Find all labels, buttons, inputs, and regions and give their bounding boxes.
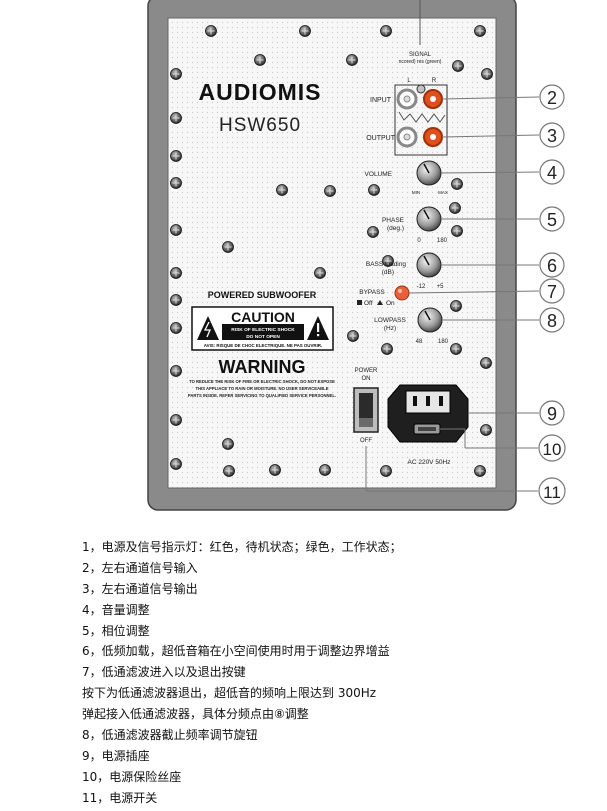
callout-3-marker bbox=[539, 122, 565, 148]
panel-screws bbox=[170, 25, 493, 477]
callout-2-marker bbox=[539, 84, 565, 110]
callout-4-marker bbox=[539, 159, 565, 185]
legend-item-11: 11，电源开关 bbox=[82, 790, 158, 805]
lowpass-min-label: 48 bbox=[416, 339, 423, 345]
bypass-on-icon bbox=[377, 300, 383, 305]
volume-min-label: MIN bbox=[412, 190, 420, 195]
input-label: INPUT bbox=[370, 97, 392, 104]
legend-item-8: 8，低通滤波器截止频率调节旋钮 bbox=[82, 728, 258, 743]
warning-title: WARNING bbox=[219, 357, 306, 377]
lowpass-label: LOWPASS bbox=[374, 317, 406, 324]
callout-8-number: 8 bbox=[547, 311, 557, 331]
signal-label: SIGNAL bbox=[409, 52, 432, 58]
bass-loading-unit-label: (dB) bbox=[382, 269, 394, 276]
warning-line-3: PARTS INSIDE. REFER SERVICING TO QUALIFI… bbox=[188, 393, 336, 398]
phase-min-label: 0 bbox=[417, 238, 421, 244]
amplifier-panel-diagram: AUDIOMIS HSW650 SIGNAL ncored) res (gree… bbox=[147, 0, 566, 511]
lowpass-max-label: 180 bbox=[438, 339, 449, 345]
callout-9-number: 9 bbox=[547, 404, 557, 424]
lowpass-unit-label: (Hz) bbox=[384, 325, 396, 332]
callout-3-number: 3 bbox=[547, 126, 557, 146]
phase-label: PHASE bbox=[382, 217, 405, 224]
output-label: OUTPUT bbox=[366, 135, 396, 142]
callout-11-number: 11 bbox=[543, 483, 561, 502]
callout-5-number: 5 bbox=[547, 210, 557, 230]
legend-list: 1，电源及信号指示灯：红色，待机状态；绿色，工作状态； 2，左右通道信号输入 3… bbox=[82, 537, 582, 809]
legend-item-9: 9，电源插座 bbox=[82, 748, 150, 763]
legend-item-3: 3，左右通道信号输出 bbox=[82, 581, 198, 596]
signal-led bbox=[416, 84, 426, 94]
model-name: HSW650 bbox=[219, 115, 301, 136]
caution-title: CAUTION bbox=[231, 309, 295, 325]
ac-rating-label: AC 220V 50Hz bbox=[408, 459, 451, 466]
callout-10-marker bbox=[538, 434, 566, 462]
callout-10-number: 10 bbox=[543, 440, 562, 459]
channel-left-label: L bbox=[407, 78, 411, 84]
bypass-button[interactable] bbox=[394, 285, 410, 301]
lightning-warning-icon bbox=[197, 316, 219, 340]
callout-lines bbox=[365, 96, 540, 492]
legend-item-5: 5，相位调整 bbox=[82, 623, 150, 638]
caution-line-1: RISK OF ELECTRIC SHOCK bbox=[231, 327, 295, 333]
legend-item-7-detail-a: 按下为低通滤波器退出，超低音的频响上限达到 300Hz bbox=[82, 686, 377, 701]
legend-item-7: 7，低通滤波进入以及退出按键 bbox=[82, 665, 246, 680]
bypass-label: BYPASS bbox=[359, 289, 385, 296]
warning-line-2: THIS APPLIACE TO RAIN OR MOISTURE. NO US… bbox=[195, 386, 328, 391]
power-off-label: OFF bbox=[360, 438, 372, 444]
legend-item-7-detail-b: 弹起接入低通滤波器，具体分频点由⑧调整 bbox=[82, 707, 309, 722]
callout-4-number: 4 bbox=[547, 163, 557, 183]
warning-line-1: TO REDUCE THE RISK OF FIRE OR ELECTRIC S… bbox=[189, 379, 335, 384]
caution-french-text: AVIS: RISQUE DE CHOC ELECTRIQUE. NE PAS … bbox=[204, 343, 322, 348]
callout-7-number: 7 bbox=[547, 282, 557, 302]
callout-6-marker bbox=[539, 252, 565, 278]
callout-9-marker bbox=[539, 400, 565, 426]
volume-label: VOLUME bbox=[365, 171, 393, 178]
callout-8-marker bbox=[539, 307, 565, 333]
callout-11-marker bbox=[538, 477, 566, 505]
legend-item-2: 2，左右通道信号输入 bbox=[82, 560, 198, 575]
phase-unit-label: (deg.) bbox=[387, 225, 404, 232]
callout-6-number: 6 bbox=[547, 256, 557, 276]
callout-2-number: 2 bbox=[547, 88, 557, 108]
legend-item-6: 6，低频加载，超低音箱在小空间使用时用于调整边界增益 bbox=[82, 644, 390, 659]
caution-line-2: DO NOT OPEN bbox=[246, 334, 280, 340]
bypass-on-label: On bbox=[386, 300, 395, 307]
callout-markers: 2 3 4 5 6 7 8 9 10 11 bbox=[538, 84, 566, 505]
bass-max-label: +5 bbox=[437, 284, 445, 290]
bass-loading-label: BASS loading bbox=[366, 261, 406, 268]
powered-subwoofer-label: POWERED SUBWOOFER bbox=[208, 290, 317, 300]
callout-7-marker bbox=[539, 278, 565, 304]
legend-item-10: 10，电源保险丝座 bbox=[82, 769, 182, 784]
power-label: POWER bbox=[355, 368, 378, 374]
callout-5-marker bbox=[539, 206, 565, 232]
brand-logo: AUDIOMIS bbox=[199, 79, 322, 105]
phase-max-label: 180 bbox=[437, 238, 448, 244]
channel-right-label: R bbox=[432, 78, 437, 84]
volume-max-label: MAX bbox=[438, 190, 448, 195]
bass-min-label: -12 bbox=[417, 284, 426, 290]
bypass-off-icon bbox=[357, 300, 362, 305]
legend-item-1: 1，电源及信号指示灯：红色，待机状态；绿色，工作状态； bbox=[82, 540, 402, 554]
legend-item-4: 4，音量调整 bbox=[82, 602, 150, 617]
caution-box bbox=[191, 306, 334, 351]
power-on-label: ON bbox=[362, 376, 371, 382]
signal-sub-label: ncored) res (green) bbox=[399, 59, 442, 65]
bypass-off-label: Off bbox=[364, 300, 373, 307]
